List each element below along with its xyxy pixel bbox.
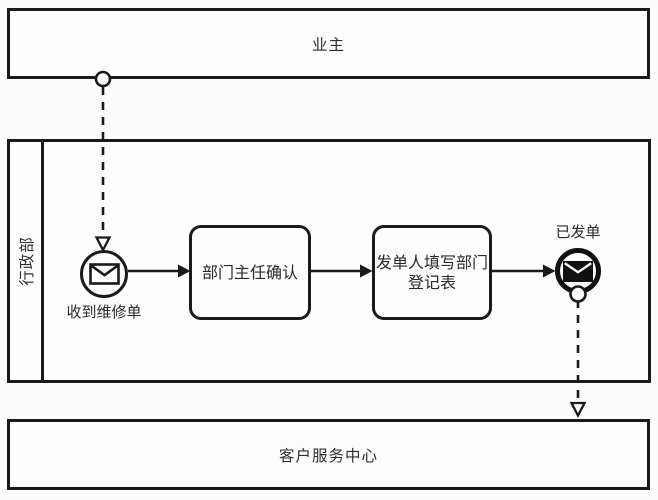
pool-owner-label: 业主	[311, 35, 345, 54]
pool-owner: 业主	[7, 8, 650, 79]
lane-admin-header: 行政部	[10, 142, 44, 380]
task-label: 部门主任确认	[201, 262, 298, 282]
pool-service-label: 客户服务中心	[278, 446, 378, 465]
pool-service: 客户服务中心	[7, 419, 650, 490]
end-event-label: 已发单	[555, 223, 601, 241]
message-start-event	[80, 250, 128, 298]
start-event-label: 收到维修单	[66, 303, 142, 321]
envelope-outline-icon	[88, 263, 120, 285]
task-fill-registration-form: 发单人填写部门 登记表	[372, 225, 492, 320]
envelope-filled-icon	[563, 260, 593, 282]
message-flow-2-arrowhead	[569, 401, 587, 418]
task-label-line-2: 登记表	[407, 272, 456, 292]
message-end-event	[555, 248, 601, 294]
task-label-line-1: 发单人填写部门	[375, 252, 488, 272]
lane-admin-label: 行政部	[17, 236, 36, 286]
task-department-head-confirm: 部门主任确认	[189, 225, 311, 320]
